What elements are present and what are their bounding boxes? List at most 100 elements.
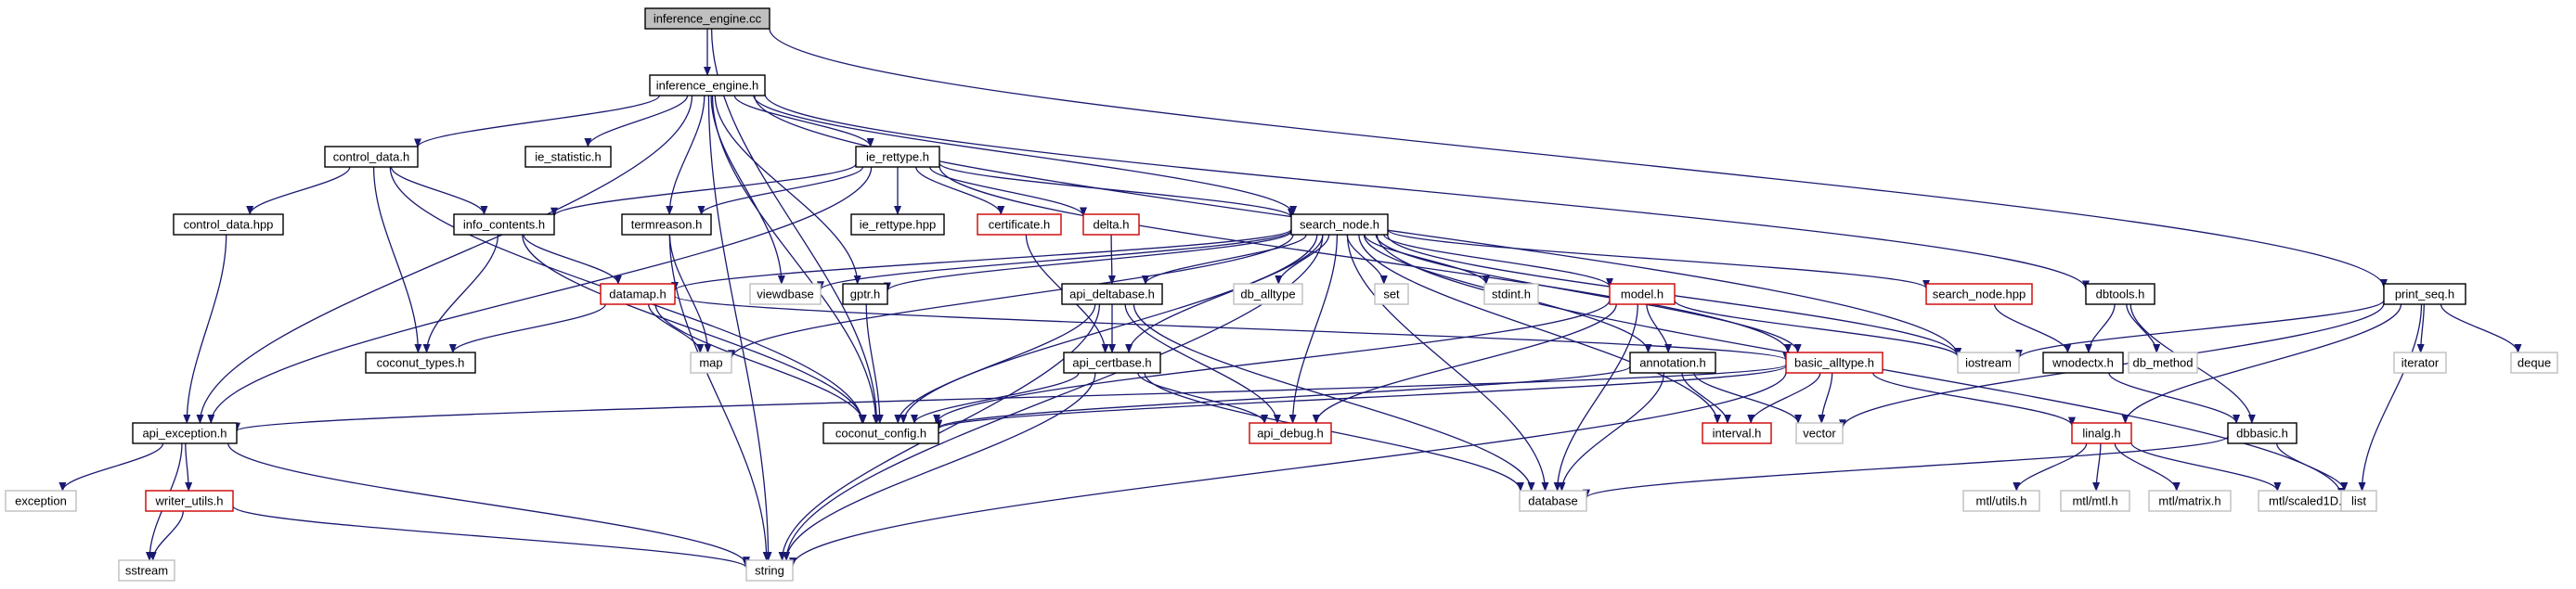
edge-line xyxy=(1674,300,1961,358)
node-dbbasic-h[interactable]: dbbasic.h xyxy=(2227,422,2298,444)
edge-info_contents_h-to-coconut_config_h xyxy=(522,234,867,424)
edge-line xyxy=(1375,234,1802,353)
node-label: dbtools.h xyxy=(2096,288,2145,301)
node-print-seq-h[interactable]: print_seq.h xyxy=(2383,283,2466,305)
edge-line xyxy=(938,162,1295,218)
edge-line xyxy=(1747,372,1821,424)
node-search-node-h[interactable]: search_node.h xyxy=(1290,213,1389,236)
node-box xyxy=(1785,352,1883,374)
node-coconut-config-h[interactable]: coconut_config.h xyxy=(822,422,939,444)
node-inference-engine-cc[interactable]: inference_engine.cc xyxy=(644,7,770,30)
node-model-h[interactable]: model.h xyxy=(1609,283,1676,305)
edge-line xyxy=(697,166,864,215)
edge-line xyxy=(149,510,184,561)
node-ie-statistic-h[interactable]: ie_statistic.h xyxy=(524,146,612,168)
edge-line xyxy=(674,295,1790,361)
node-annotation-h[interactable]: annotation.h xyxy=(1629,352,1716,374)
edge-inference_engine_h-to-control_data_h xyxy=(414,95,660,148)
edge-line xyxy=(2358,303,2423,492)
node-interval-h[interactable]: interval.h xyxy=(1702,422,1772,444)
node-coconut-types-h[interactable]: coconut_types.h xyxy=(365,352,476,374)
node-label: api_debug.h xyxy=(1257,427,1324,441)
node-certificate-h[interactable]: certificate.h xyxy=(977,213,1062,236)
edge-line xyxy=(671,228,1292,291)
node-api-debug-h[interactable]: api_debug.h xyxy=(1249,422,1332,444)
node-exception: exception xyxy=(5,490,77,512)
node-box xyxy=(621,213,712,236)
node-label: set xyxy=(1383,288,1400,301)
node-box xyxy=(749,283,822,305)
node-datamap-h[interactable]: datamap.h xyxy=(600,283,676,305)
node-dbtools-h[interactable]: dbtools.h xyxy=(2085,283,2155,305)
node-api-deltabase-h[interactable]: api_deltabase.h xyxy=(1061,283,1163,305)
node-info-contents-h[interactable]: info_contents.h xyxy=(453,213,555,236)
edge-line xyxy=(2114,442,2181,492)
node-db-method: db_method xyxy=(2128,352,2198,374)
edge-inference_engine_h-to-ie_statistic_h xyxy=(584,95,689,147)
node-label: mtl/matrix.h xyxy=(2158,494,2220,508)
edge-line xyxy=(1693,372,1803,424)
node-writer-utils-h[interactable]: writer_utils.h xyxy=(145,490,234,512)
node-box xyxy=(2148,490,2232,512)
node-basic-alltype-h[interactable]: basic_alltype.h xyxy=(1785,352,1883,374)
node-linalg-h[interactable]: linalg.h xyxy=(2071,422,2132,444)
node-mtl-scaled1D-h: mtl/scaled1D.h xyxy=(2258,490,2360,512)
node-label: db_alltype xyxy=(1240,288,1295,301)
node-mtl-matrix-h: mtl/matrix.h xyxy=(2148,490,2232,512)
node-box xyxy=(524,146,612,168)
node-delta-h[interactable]: delta.h xyxy=(1082,213,1140,236)
node-box xyxy=(145,490,234,512)
edge-linalg_h-to-mtl_utils_h xyxy=(2013,442,2088,492)
node-label: search_node.h xyxy=(1300,218,1379,232)
node-ie-rettype-hpp[interactable]: ie_rettype.hpp xyxy=(850,213,945,236)
edge-linalg_h-to-mtl_mtl_h xyxy=(2092,442,2102,492)
edge-line xyxy=(764,94,2090,290)
edge-line xyxy=(1141,234,1307,285)
edge-search_node_h-to-model_h xyxy=(1383,234,1613,288)
edge-line xyxy=(711,95,880,424)
edge-line xyxy=(1133,303,1535,492)
node-api-certbase-h[interactable]: api_certbase.h xyxy=(1063,352,1161,374)
edge-line xyxy=(414,95,660,148)
edge-api_exception_h-to-exception xyxy=(58,442,164,492)
edge-basic_alltype_h-to-coconut_config_h xyxy=(935,365,1787,430)
edge-line xyxy=(390,166,488,215)
edge-line xyxy=(2084,303,2116,353)
node-label: exception xyxy=(15,494,67,508)
edge-ie_rettype_h-to-search_node_h xyxy=(938,162,1295,218)
node-box xyxy=(2042,352,2124,374)
node-label: string xyxy=(755,564,784,578)
edge-inference_engine_h-to-api_exception_h xyxy=(196,95,693,424)
node-label: search_node.hpp xyxy=(1933,288,2026,301)
node-label: model.h xyxy=(1621,288,1663,301)
node-inference-engine-h[interactable]: inference_engine.h xyxy=(649,74,766,96)
node-api-exception-h[interactable]: api_exception.h xyxy=(132,422,238,444)
node-box xyxy=(842,283,888,305)
node-label: stdint.h xyxy=(1492,288,1531,301)
node-wnodectx-h[interactable]: wnodectx.h xyxy=(2042,352,2124,374)
edge-line xyxy=(227,442,750,567)
edge-line xyxy=(1993,303,2072,353)
edge-datamap_h-to-coconut_types_h xyxy=(448,303,606,353)
edge-api_deltabase_h-to-database xyxy=(1133,303,1535,492)
node-control-data-hpp[interactable]: control_data.hpp xyxy=(173,213,284,236)
node-gptr-h[interactable]: gptr.h xyxy=(842,283,888,305)
node-box xyxy=(1233,283,1303,305)
node-search-node-hpp[interactable]: search_node.hpp xyxy=(1925,283,2033,305)
node-iostream: iostream xyxy=(1957,352,2020,374)
node-label: annotation.h xyxy=(1639,356,1706,370)
node-ie-rettype-h[interactable]: ie_rettype.h xyxy=(855,146,940,168)
edge-linalg_h-to-mtl_scaled1D_h xyxy=(2130,442,2282,492)
edge-line xyxy=(422,234,499,353)
edge-inference_engine_cc-to-print_seq_h xyxy=(769,28,2388,288)
edge-line xyxy=(1346,234,1549,492)
edge-basic_alltype_h-to-interval_h xyxy=(1747,372,1821,424)
nodes-layer: inference_engine.cc inference_engine.hcon… xyxy=(5,7,2558,582)
node-mtl-mtl-h: mtl/mtl.h xyxy=(2060,490,2130,512)
edge-line xyxy=(865,303,884,424)
edge-writer_utils_h-to-string xyxy=(232,506,750,569)
node-control-data-h[interactable]: control_data.h xyxy=(324,146,419,168)
edge-line xyxy=(733,95,874,147)
node-box xyxy=(1249,422,1332,444)
node-termreason-h[interactable]: termreason.h xyxy=(621,213,712,236)
